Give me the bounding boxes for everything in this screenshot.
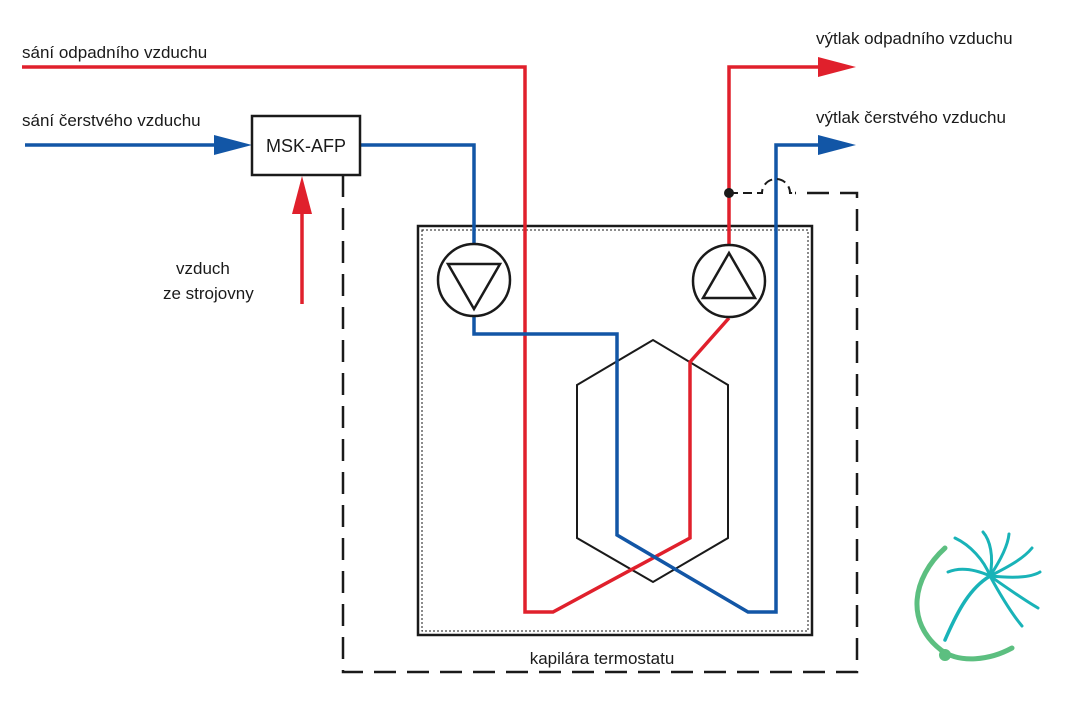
heat-exchanger-icon (576, 338, 729, 584)
exhaust-air-line (22, 65, 731, 614)
exhaust-outlet-label: výtlak odpadního vzduchu (816, 29, 1013, 48)
capillary-hop (729, 178, 795, 194)
fresh-air-line (360, 143, 476, 244)
exhaust-outlet-line (727, 65, 820, 245)
machine-room-air-label-line1: vzduch (176, 259, 230, 278)
thermostat-capillary-label: kapilára termostatu (530, 649, 675, 668)
damper-box-label: MSK-AFP (266, 136, 346, 156)
machine-room-air-label-line2: ze strojovny (163, 284, 254, 303)
machine-room-air-arrow (292, 176, 312, 214)
damper-box (250, 114, 362, 177)
unit-housing-inner-dotted (421, 229, 809, 632)
fan-triangle-up-icon (700, 250, 758, 300)
fresh-intake-label: sání čerstvého vzduchu (22, 111, 201, 130)
outer-dashed-enclosure (341, 175, 859, 674)
fresh-air-line-through-exchanger (472, 143, 820, 614)
dandelion-logo-icon (914, 530, 1042, 662)
exhaust-fan (691, 243, 767, 319)
fan-triangle-down-icon (445, 262, 503, 312)
exhaust-outlet-arrow (818, 57, 856, 77)
fresh-outlet-label: výtlak čerstvého vzduchu (816, 108, 1006, 127)
unit-housing (416, 224, 814, 637)
supply-fan (436, 242, 512, 318)
fresh-outlet-arrow (818, 135, 856, 155)
fresh-intake-arrow (214, 135, 252, 155)
exhaust-intake-label: sání odpadního vzduchu (22, 43, 207, 62)
